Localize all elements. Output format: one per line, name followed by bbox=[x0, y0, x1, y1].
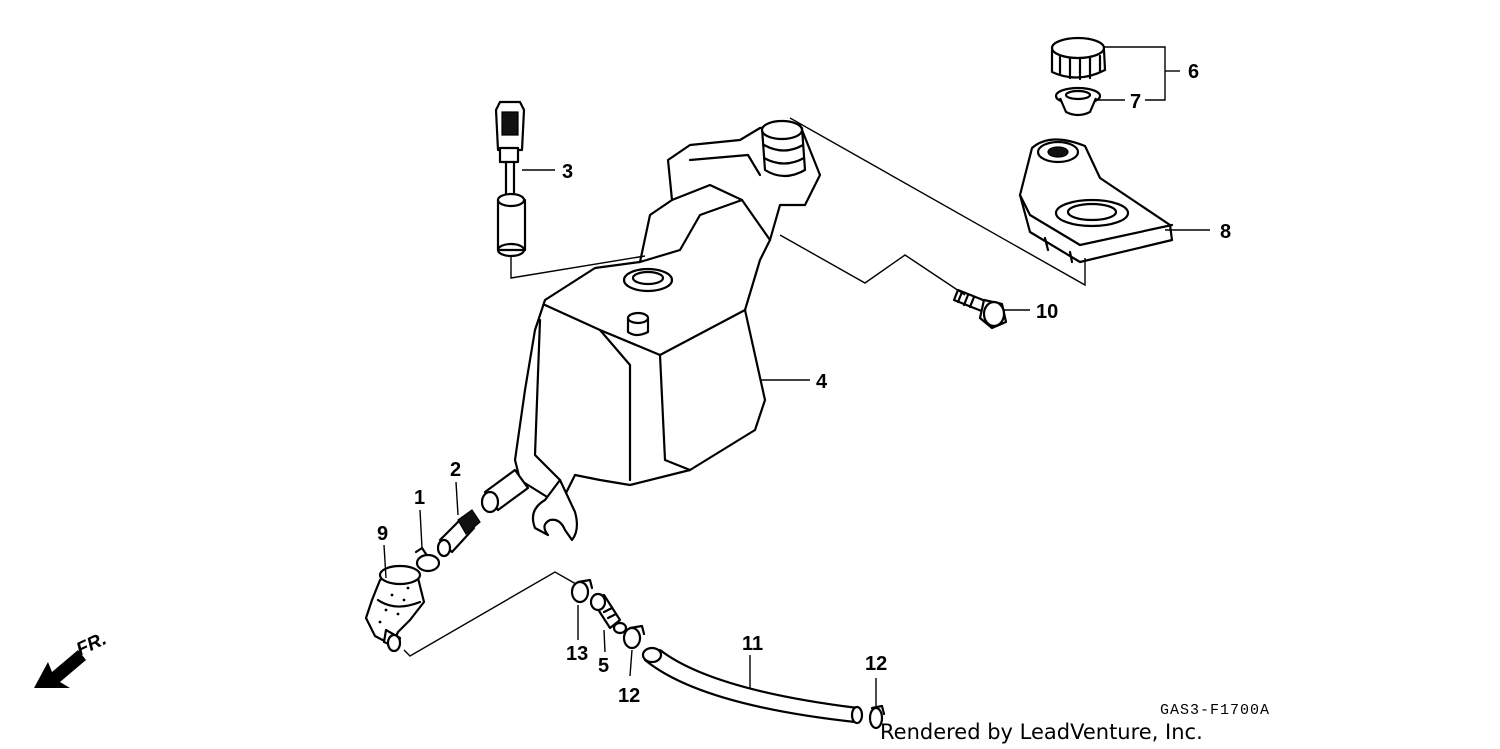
credit-text: Rendered by LeadVenture, Inc. bbox=[880, 720, 1203, 744]
flange-bolt[interactable] bbox=[952, 288, 1008, 330]
hose-clip-12b[interactable] bbox=[868, 704, 886, 730]
callout-13: 13 bbox=[566, 643, 588, 665]
callout-11: 11 bbox=[742, 633, 763, 655]
callout-5: 5 bbox=[598, 655, 609, 677]
callout-6: 6 bbox=[1188, 61, 1199, 83]
cap-gasket[interactable] bbox=[1054, 86, 1102, 117]
leader-lines bbox=[383, 46, 1210, 706]
callout-4: 4 bbox=[816, 371, 828, 393]
callout-10: 10 bbox=[1036, 301, 1058, 323]
callout-12-left: 12 bbox=[618, 685, 640, 707]
fuel-cap[interactable] bbox=[1050, 36, 1107, 81]
fuel-tube[interactable] bbox=[641, 646, 864, 725]
callout-8: 8 bbox=[1220, 221, 1231, 243]
fuel-sender-unit[interactable] bbox=[494, 100, 527, 258]
fuel-joint[interactable] bbox=[436, 509, 481, 558]
fuel-strainer[interactable] bbox=[364, 564, 426, 653]
fuel-tank[interactable] bbox=[480, 119, 822, 542]
callout-3: 3 bbox=[562, 161, 573, 183]
callout-12-right: 12 bbox=[865, 653, 887, 675]
arrow-icon bbox=[34, 650, 86, 688]
hose-clip-12a[interactable] bbox=[622, 624, 646, 650]
fuel-joint-5[interactable] bbox=[589, 592, 628, 635]
tank-cover[interactable] bbox=[1018, 138, 1174, 264]
callout-2: 2 bbox=[450, 459, 461, 481]
callout-7: 7 bbox=[1130, 91, 1141, 113]
front-direction-arrow: FR. bbox=[34, 629, 110, 688]
hose-clip-1[interactable] bbox=[414, 546, 441, 573]
hose-clip-13[interactable] bbox=[570, 578, 594, 604]
diagram-code: GAS3-F1700A bbox=[1160, 702, 1270, 719]
callout-1: 1 bbox=[414, 487, 425, 509]
callout-9: 9 bbox=[377, 523, 388, 545]
